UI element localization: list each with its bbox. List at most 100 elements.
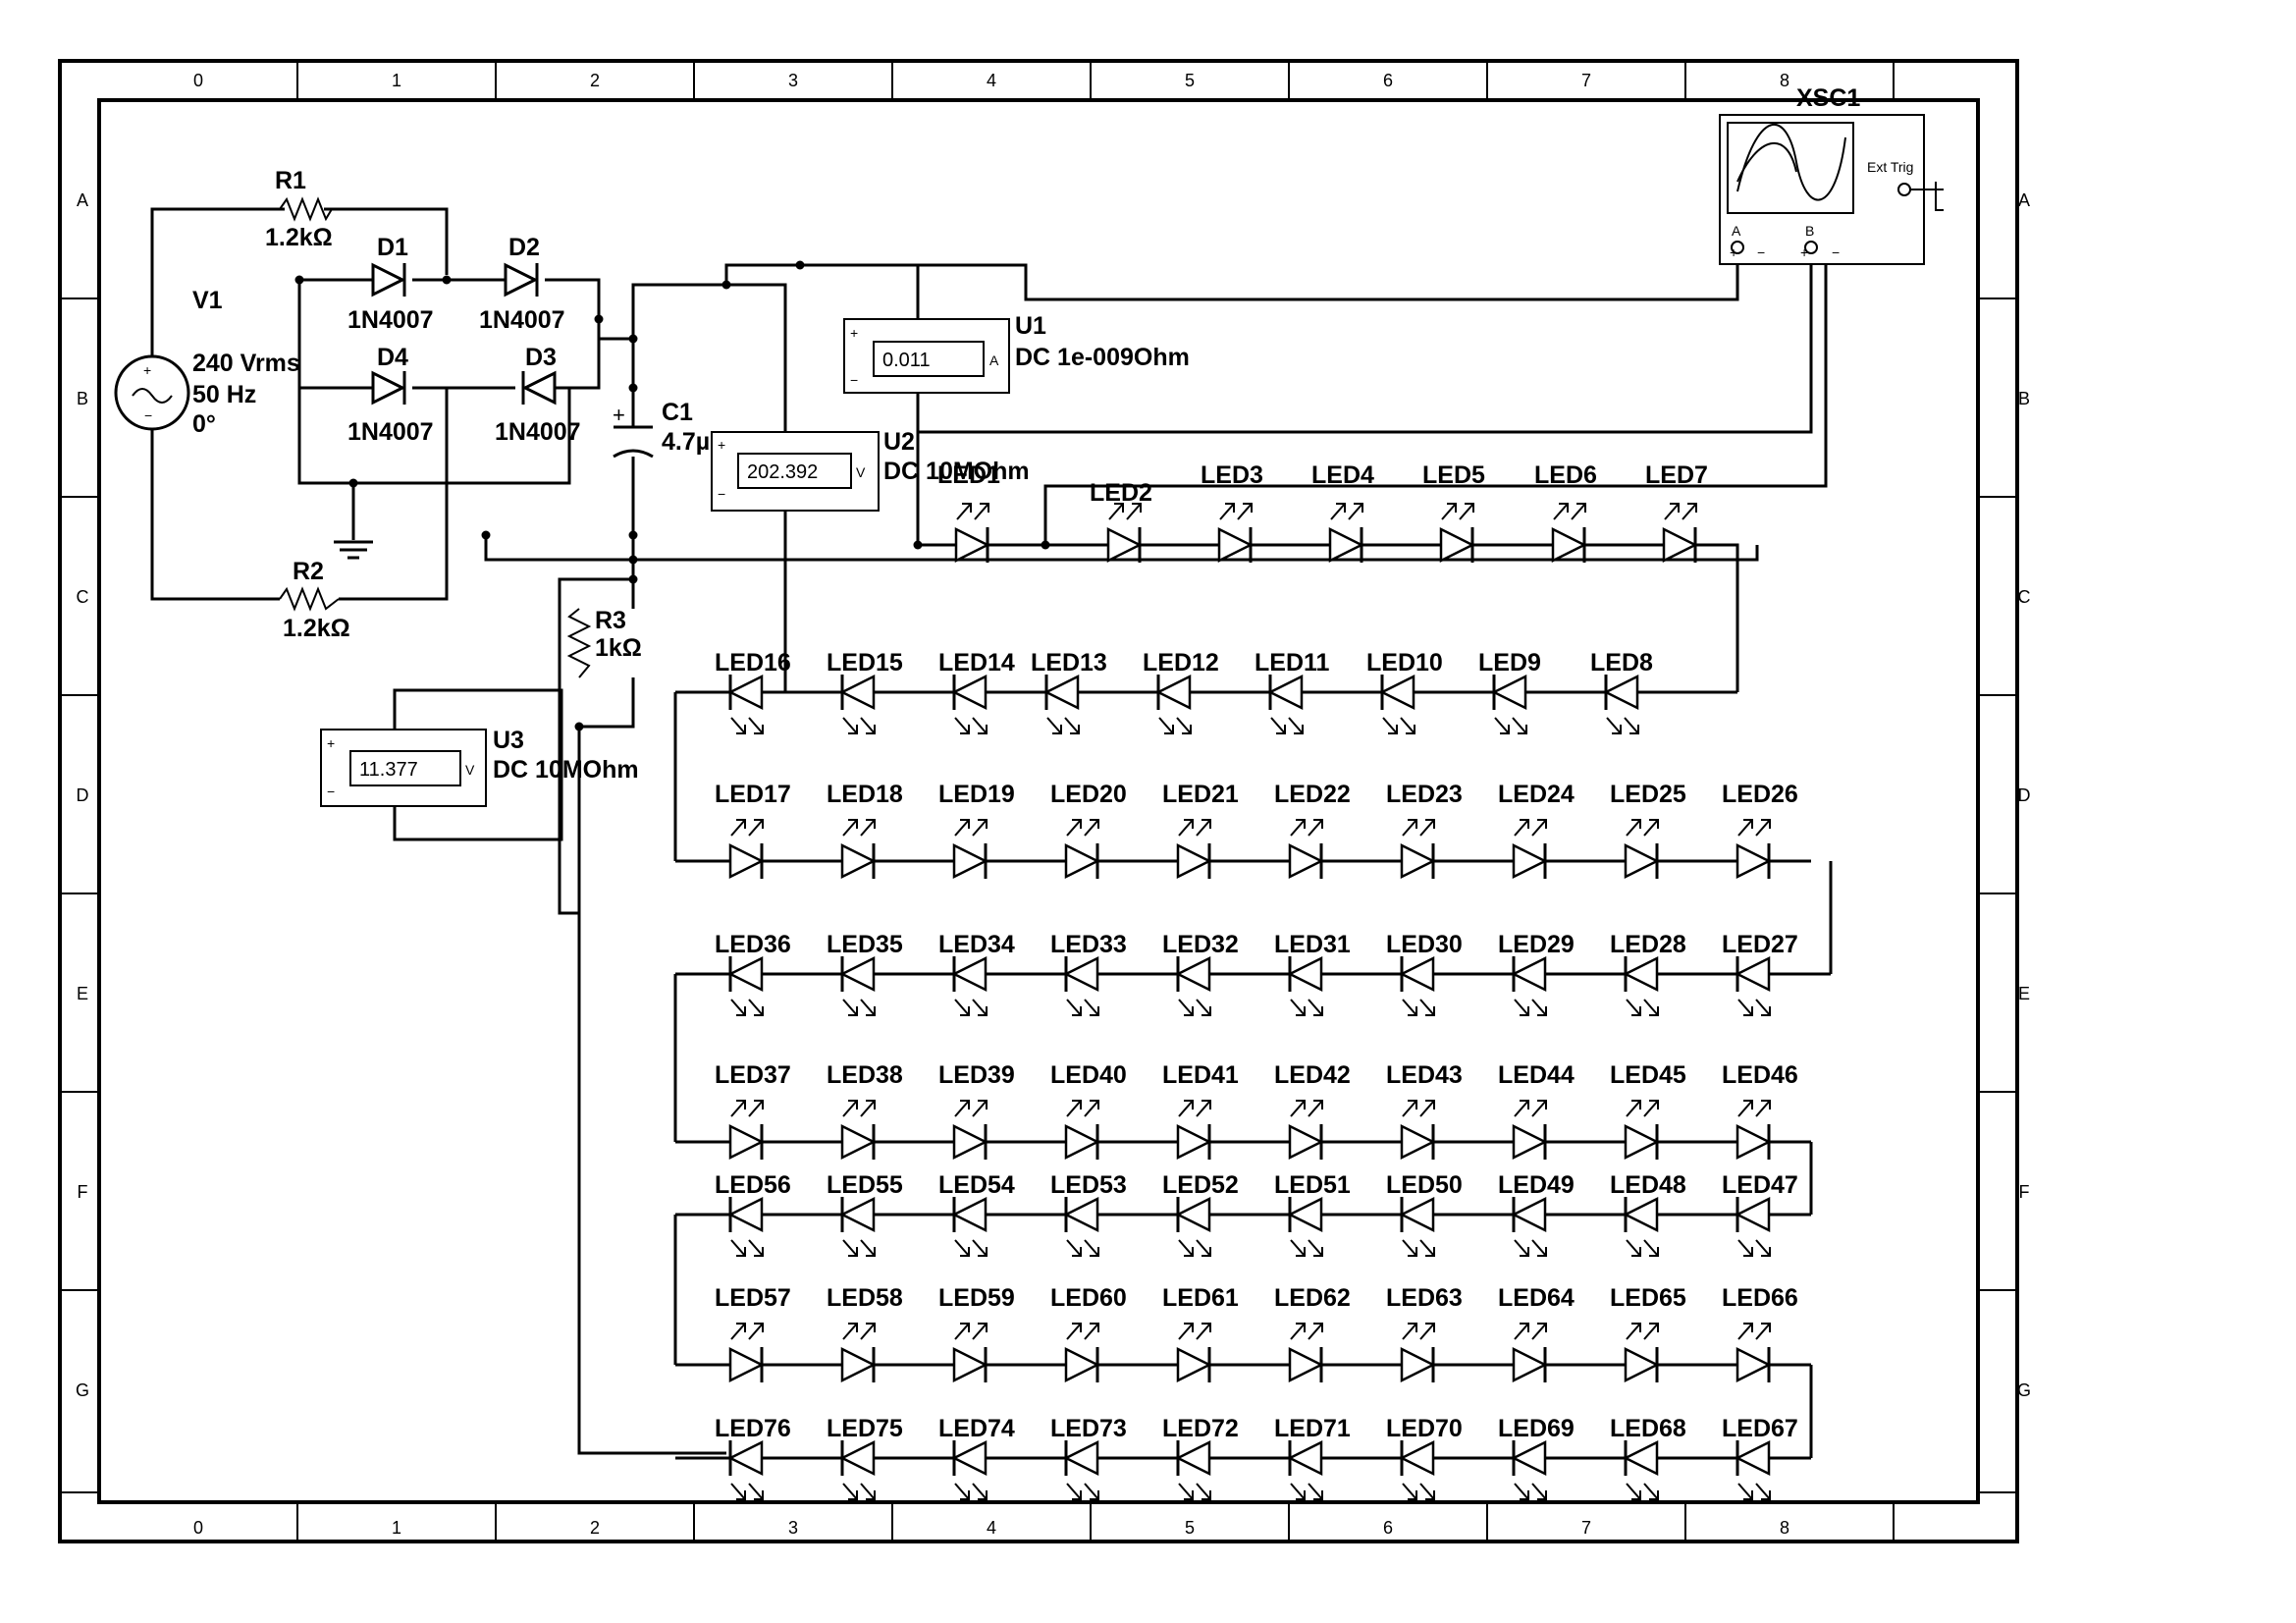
svg-text:−: − [144,407,152,423]
u2-minus: − [718,486,725,502]
led: LED21 [1162,781,1239,880]
led: LED43 [1386,1061,1463,1161]
led-label: LED7 [1645,461,1708,489]
led-label: LED72 [1162,1415,1239,1442]
led-label: LED20 [1050,781,1127,808]
led: LED23 [1386,781,1463,880]
led: LED66 [1722,1284,1798,1383]
led-label: LED41 [1162,1061,1239,1089]
led-label: LED55 [827,1171,903,1199]
r3-value: 1kΩ [595,634,642,662]
led: LED26 [1722,781,1798,880]
led: LED52 [1162,1171,1239,1257]
led-label: LED44 [1498,1061,1575,1089]
column-label-bottom: 1 [392,1518,401,1538]
led-label: LED69 [1498,1415,1575,1442]
led-label: LED65 [1610,1284,1686,1312]
led: LED37 [715,1061,791,1161]
led: LED17 [715,781,791,880]
led-label: LED2 [1090,479,1152,507]
led-label: LED59 [938,1284,1015,1312]
led: LED35 [827,931,903,1016]
led-label: LED37 [715,1061,791,1089]
led: LED54 [938,1171,1015,1257]
u3-name: U3 [493,727,524,754]
column-label-bottom: 3 [788,1518,798,1538]
source-name: V1 [192,287,223,314]
led-label: LED32 [1162,931,1239,958]
u3-minus: − [327,784,335,799]
led: LED55 [827,1171,903,1257]
d4-part: 1N4007 [347,418,434,446]
u3-unit: V [465,762,475,778]
led: LED53 [1050,1171,1127,1257]
column-label-top: 5 [1185,71,1195,90]
led: LED7 [1645,461,1708,564]
led: LED65 [1610,1284,1686,1383]
row-label-left: D [77,785,89,805]
led: LED20 [1050,781,1127,880]
led: LED46 [1722,1061,1798,1161]
wiring [150,207,1828,1455]
svg-text:+: + [1800,244,1808,260]
led: LED10 [1366,649,1443,734]
meter-u1: 0.011 A + − [843,318,1010,394]
c1-name: C1 [662,399,693,426]
u1-unit: A [989,352,999,368]
diode-d2 [504,262,539,298]
r1-value: 1.2kΩ [265,224,333,251]
led: LED68 [1610,1415,1686,1500]
led-label: LED19 [938,781,1015,808]
led: LED31 [1274,931,1351,1016]
u2-plus: + [718,437,725,453]
led-label: LED68 [1610,1415,1686,1442]
led-label: LED47 [1722,1171,1798,1199]
led: LED47 [1722,1171,1798,1257]
led-label: LED30 [1386,931,1463,958]
column-label-bottom: 8 [1780,1518,1789,1538]
led-label: LED24 [1498,781,1575,808]
column-label-bottom: 2 [590,1518,600,1538]
led: LED71 [1274,1415,1351,1500]
led: LED45 [1610,1061,1686,1161]
svg-text:−: − [1832,244,1840,260]
led-label: LED8 [1590,649,1653,676]
led-label: LED61 [1162,1284,1239,1312]
led-label: LED28 [1610,931,1686,958]
led: LED63 [1386,1284,1463,1383]
capacitor-c1: + [613,403,654,459]
led-label: LED76 [715,1415,791,1442]
d1-part: 1N4007 [347,306,434,334]
led-label: LED45 [1610,1061,1686,1089]
u1-plus: + [850,325,858,341]
led-label: LED6 [1534,461,1597,489]
led-label: LED53 [1050,1171,1127,1199]
row-label-right: F [2019,1182,2030,1202]
r3-name: R3 [595,607,626,634]
u2-unit: V [856,464,866,480]
led: LED15 [827,649,903,734]
led-label: LED58 [827,1284,903,1312]
led: LED6 [1534,461,1597,564]
led-label: LED54 [938,1171,1015,1199]
column-label-bottom: 4 [987,1518,996,1538]
led: LED69 [1498,1415,1575,1500]
d2-name: D2 [508,234,540,261]
led-label: LED74 [938,1415,1015,1442]
led-label: LED1 [937,461,1000,489]
row-label-left: A [77,190,88,210]
svg-text:−: − [1757,244,1765,260]
row-label-left: G [76,1380,89,1400]
led-label: LED75 [827,1415,903,1442]
led-label: LED52 [1162,1171,1239,1199]
led-label: LED66 [1722,1284,1798,1312]
row-label-left: F [78,1182,88,1202]
led: LED70 [1386,1415,1463,1500]
led: LED44 [1498,1061,1575,1161]
u1-mode: DC 1e-009Ohm [1015,344,1190,371]
row-label-right: A [2018,190,2030,210]
svg-text:+: + [143,362,151,378]
led-label: LED67 [1722,1415,1798,1442]
resistor-r1 [279,196,333,222]
